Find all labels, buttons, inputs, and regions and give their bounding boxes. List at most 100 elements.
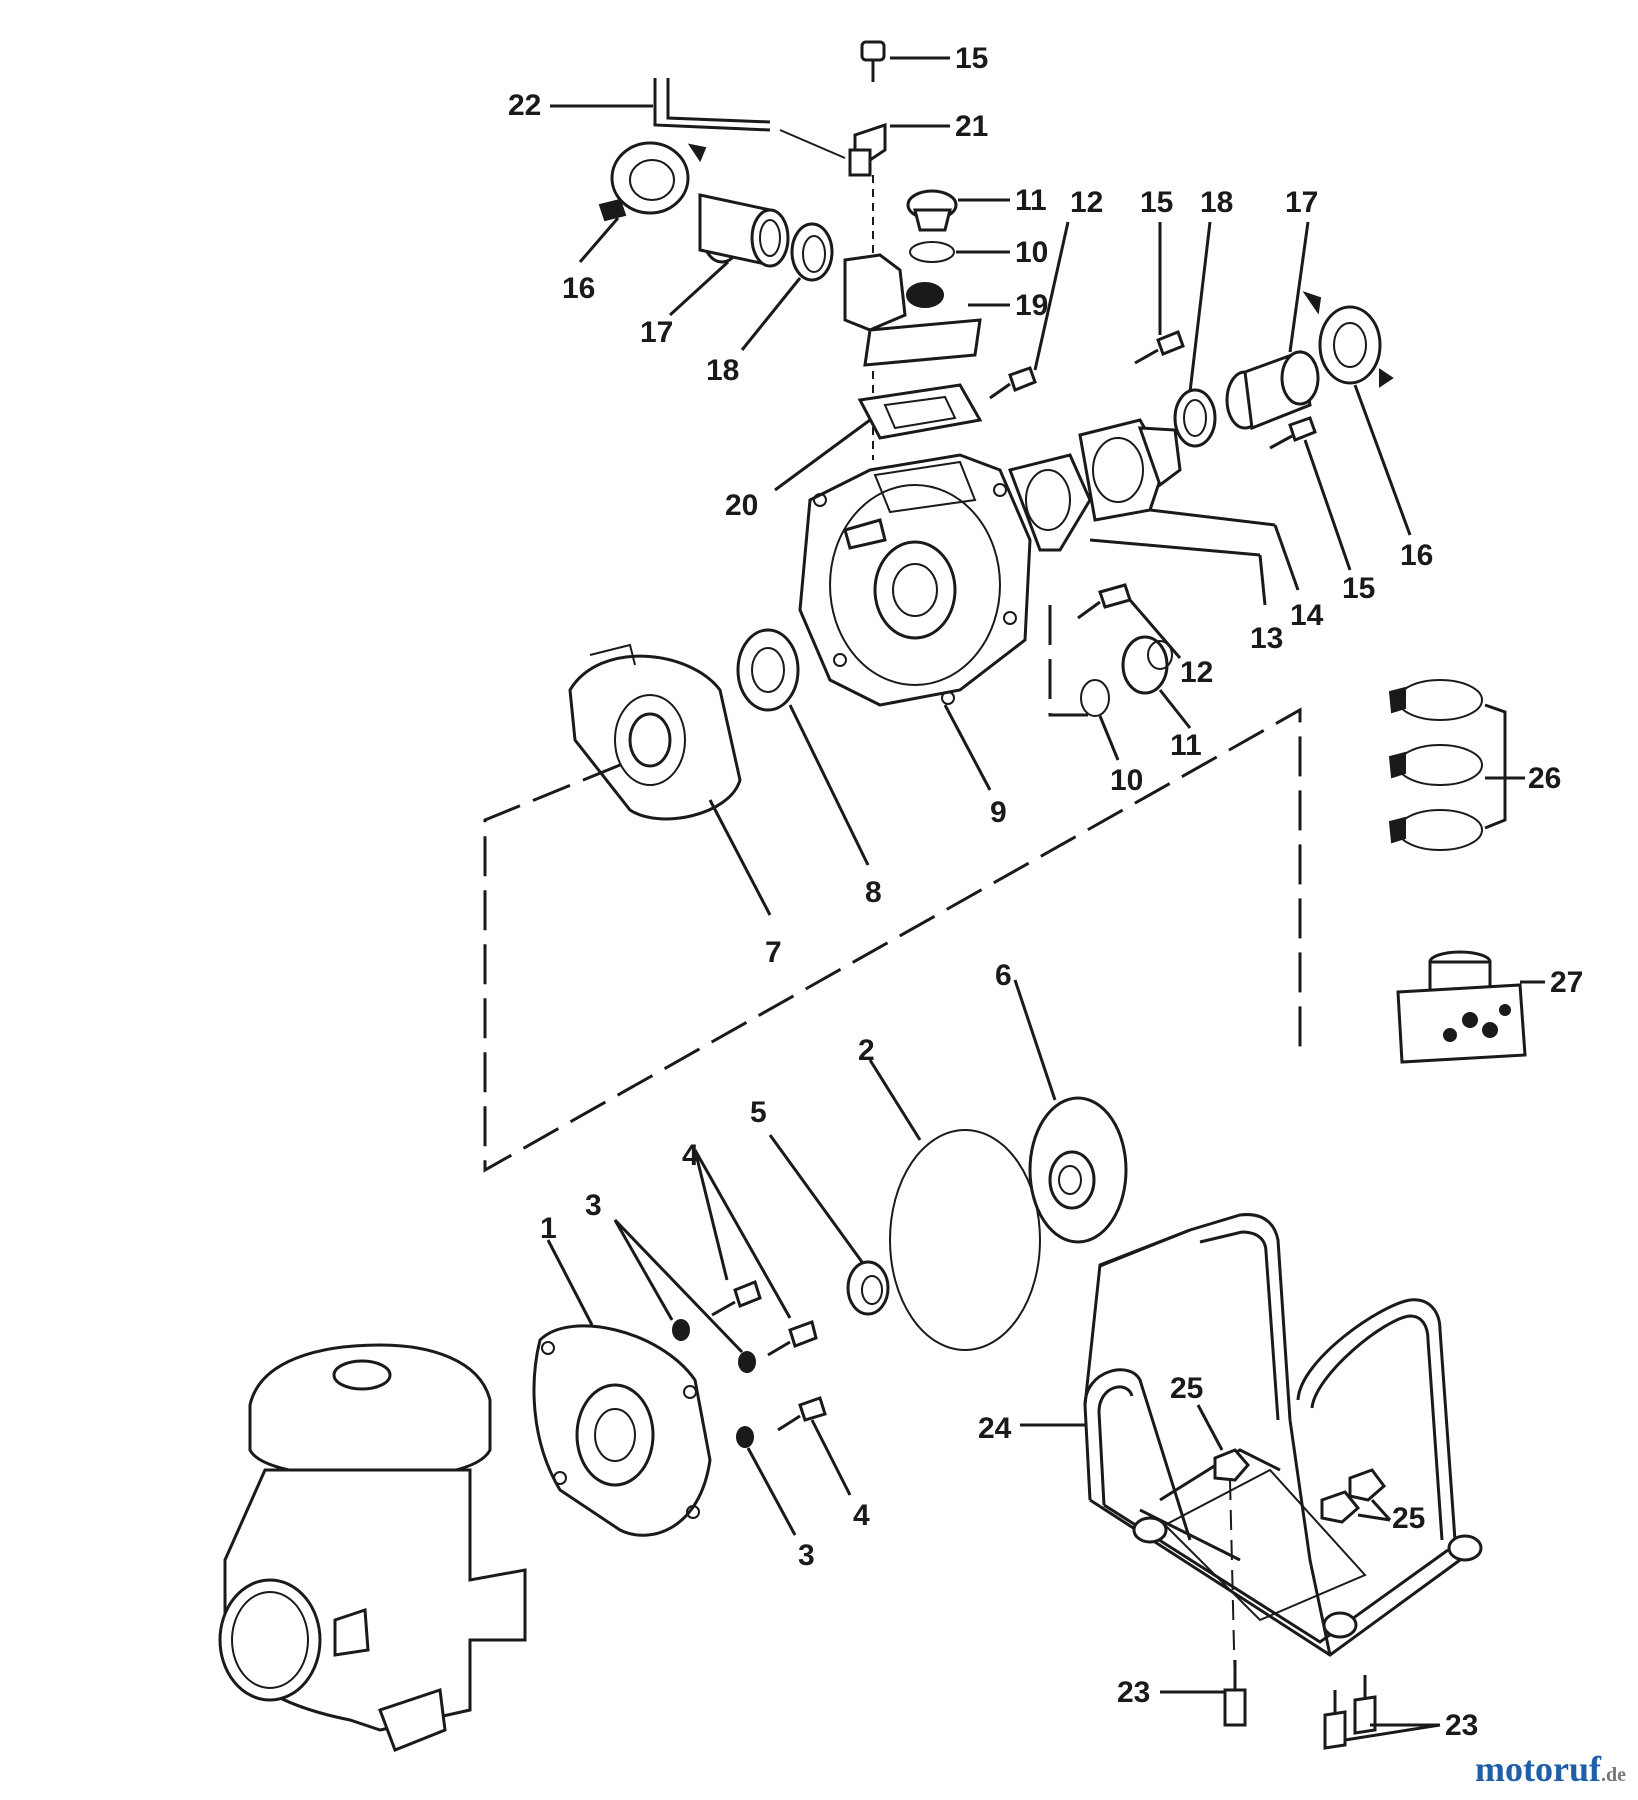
bolt-12-top (989, 366, 1037, 400)
dash-housing-right (1048, 605, 1095, 717)
coupling-nut-16-right (1302, 291, 1394, 388)
leader-17-right (1288, 221, 1310, 353)
leader-4-b (693, 1149, 792, 1319)
leader-3-b (613, 1218, 744, 1354)
bolt-23-a (1223, 1660, 1247, 1727)
leader-17-left (668, 260, 730, 317)
callout-21: 21 (955, 110, 988, 143)
callout-13: 13 (1250, 622, 1283, 655)
leader-6 (1013, 979, 1057, 1101)
leader-16-left (578, 217, 620, 263)
leader-5 (768, 1134, 864, 1263)
callout-15-right: 15 (1140, 186, 1173, 219)
callout-16-right: 16 (1400, 539, 1433, 572)
strainer-27 (1396, 950, 1527, 1064)
bolt-15-right (1134, 330, 1185, 365)
callout-1: 1 (540, 1212, 557, 1245)
callout-23-b: 23 (1445, 1709, 1478, 1742)
callout-4-bottom: 4 (853, 1499, 870, 1532)
bolt-4-c (777, 1396, 827, 1432)
flange-14 (1078, 418, 1182, 522)
watermark-logo: motoruf.de (1475, 1748, 1626, 1790)
callout-15-lower-right: 15 (1342, 572, 1375, 605)
shaft-sleeve-5 (846, 1260, 890, 1316)
leader-23-b (1344, 1723, 1441, 1742)
callout-20: 20 (725, 489, 758, 522)
callout-10-lower: 10 (1110, 764, 1143, 797)
callout-16-left: 16 (562, 272, 595, 305)
leader-3-c (746, 1447, 797, 1536)
callout-4-top: 4 (682, 1139, 699, 1172)
leader-9 (943, 704, 992, 791)
frame-24 (1083, 1213, 1483, 1657)
callout-12-top: 12 (1070, 186, 1103, 219)
bolt-12-lower (1077, 583, 1132, 620)
oring-10-lower (1080, 679, 1110, 717)
plug-11-lower (1121, 635, 1173, 695)
leader-7 (708, 799, 772, 916)
leader-25-a (1196, 1404, 1224, 1451)
callout-8: 8 (865, 876, 882, 909)
hose-tail-17-right (1225, 349, 1320, 431)
callout-26: 26 (1528, 762, 1561, 795)
callout-25-b: 25 (1392, 1502, 1425, 1535)
leader-13b (1258, 554, 1267, 606)
oring-10-top (909, 241, 955, 263)
hose-tail-17-left (698, 193, 790, 268)
washer-3-b (738, 1351, 756, 1373)
bolt-4-a (711, 1280, 762, 1317)
callout-2: 2 (858, 1034, 875, 1067)
callout-24: 24 (978, 1412, 1012, 1445)
plug-11-top (906, 189, 958, 232)
washer-18-left (790, 222, 834, 282)
leader-16-right (1353, 384, 1412, 536)
leader-15-lower-right (1303, 439, 1352, 571)
hose-clamp-26 (1388, 679, 1483, 851)
leader-18-right (1188, 221, 1212, 393)
leader-13 (1089, 538, 1261, 557)
discharge-elbow-19 (843, 253, 982, 367)
oring-2 (889, 1129, 1041, 1351)
mechanical-seal-8 (736, 628, 800, 712)
callout-17-left: 17 (640, 316, 673, 349)
watermark-suffix: .de (1601, 1764, 1626, 1786)
impeller-6 (1028, 1096, 1128, 1244)
callout-19: 19 (1015, 289, 1048, 322)
callout-11-lower: 11 (1170, 729, 1202, 762)
leader-4-a (693, 1149, 729, 1281)
volute-7 (568, 643, 742, 821)
engine (218, 1343, 527, 1752)
callout-3-bottom: 3 (798, 1539, 815, 1572)
callout-17-right: 17 (1285, 186, 1318, 219)
leader-8 (788, 704, 870, 866)
leader-1 (546, 1239, 594, 1326)
bolt-15-top (860, 40, 886, 82)
callout-5: 5 (750, 1096, 767, 1129)
callout-23-a: 23 (1117, 1676, 1150, 1709)
coupling-nut-16-left (598, 141, 707, 222)
dash-assembly (483, 707, 1302, 1173)
washer-3-a (672, 1319, 690, 1341)
callout-6: 6 (995, 959, 1012, 992)
callout-9: 9 (990, 796, 1007, 829)
leader-25-b (1370, 1498, 1392, 1522)
gasket-20 (857, 383, 983, 440)
dash-22-21 (779, 129, 846, 159)
nut-25-b (1320, 1468, 1387, 1524)
mounting-flange-1 (532, 1324, 712, 1537)
leader-18-left (740, 277, 802, 351)
callout-18-left: 18 (706, 354, 739, 387)
leader-3-a (613, 1219, 674, 1321)
leader-11-lower (1158, 689, 1192, 729)
callout-12-lower: 12 (1180, 656, 1213, 689)
callout-15-top: 15 (955, 42, 988, 75)
callout-27: 27 (1550, 966, 1583, 999)
washer-18-right (1173, 388, 1217, 448)
callout-25-a: 25 (1170, 1372, 1203, 1405)
callout-10-top: 10 (1015, 236, 1048, 269)
callout-22: 22 (508, 89, 541, 122)
callout-18-right: 18 (1200, 186, 1233, 219)
callout-3-top: 3 (585, 1189, 602, 1222)
leader-4-c (810, 1419, 852, 1496)
